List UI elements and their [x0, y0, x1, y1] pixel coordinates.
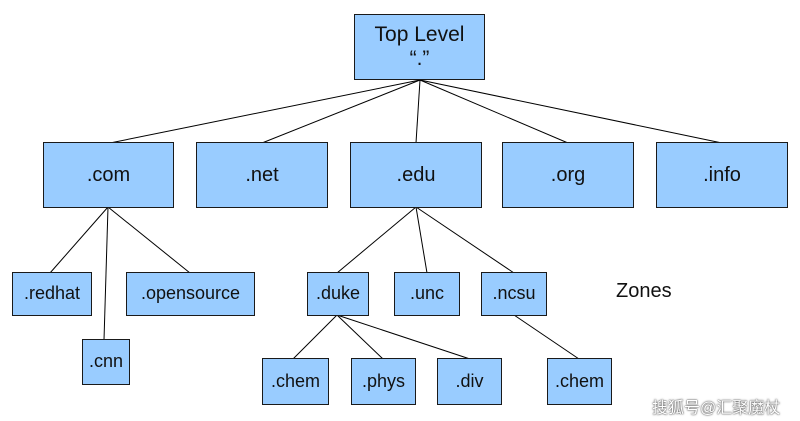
edge-duke-chem	[292, 314, 338, 360]
node-phys: .phys	[351, 358, 416, 405]
node-ncsu: .ncsu	[481, 272, 547, 316]
edge-root-edu	[415, 79, 421, 144]
node-redhat-label: .redhat	[23, 283, 81, 304]
edge-edu-ncsu	[415, 206, 515, 274]
edge-edu-unc	[415, 206, 428, 274]
node-com: .com	[43, 142, 174, 208]
node-top-level-title: Top Level	[374, 22, 465, 46]
edge-com-cnn	[103, 206, 109, 341]
node-duke-label: .duke	[315, 283, 361, 304]
watermark: 搜狐号@汇聚魔杖	[652, 400, 781, 417]
node-edu: .edu	[350, 142, 482, 208]
edge-root-net	[261, 79, 421, 144]
node-duke-chem: .chem	[262, 358, 329, 405]
edge-ncsu-chem	[513, 314, 580, 360]
node-redhat: .redhat	[12, 272, 92, 316]
node-opensource: .opensource	[126, 272, 255, 316]
node-info: .info	[656, 142, 788, 208]
node-info-label: .info	[703, 164, 741, 186]
node-duke-chem-label: .chem	[270, 370, 321, 391]
node-cnn-label: .cnn	[88, 351, 124, 372]
node-edu-label: .edu	[396, 164, 436, 186]
node-top-level-dot: “.”	[409, 47, 430, 70]
edge-root-com	[109, 79, 421, 144]
node-ncsu-chem-label: .chem	[554, 370, 605, 391]
edge-com-redhat	[49, 206, 109, 274]
node-net: .net	[196, 142, 328, 208]
node-div: .div	[437, 358, 502, 405]
node-cnn: .cnn	[82, 339, 130, 385]
node-duke: .duke	[307, 272, 369, 316]
node-phys-label: .phys	[361, 370, 406, 391]
node-unc-label: .unc	[409, 283, 445, 304]
node-ncsu-label: .ncsu	[492, 283, 536, 304]
node-top-level: Top Level “.”	[354, 14, 485, 80]
node-net-label: .net	[245, 164, 279, 186]
zones-label: Zones	[616, 280, 672, 302]
edge-duke-div	[336, 314, 471, 360]
node-org-label: .org	[550, 164, 586, 186]
edge-root-org	[419, 79, 569, 144]
node-ncsu-chem: .chem	[547, 358, 612, 405]
edge-edu-duke	[336, 206, 417, 274]
node-opensource-label: .opensource	[140, 283, 241, 304]
node-unc: .unc	[394, 272, 460, 316]
node-com-label: .com	[86, 164, 131, 186]
node-div-label: .div	[455, 370, 484, 391]
node-org: .org	[502, 142, 634, 208]
edge-root-info	[419, 79, 723, 144]
edge-com-opensource	[107, 206, 191, 274]
edge-duke-phys	[336, 314, 384, 360]
